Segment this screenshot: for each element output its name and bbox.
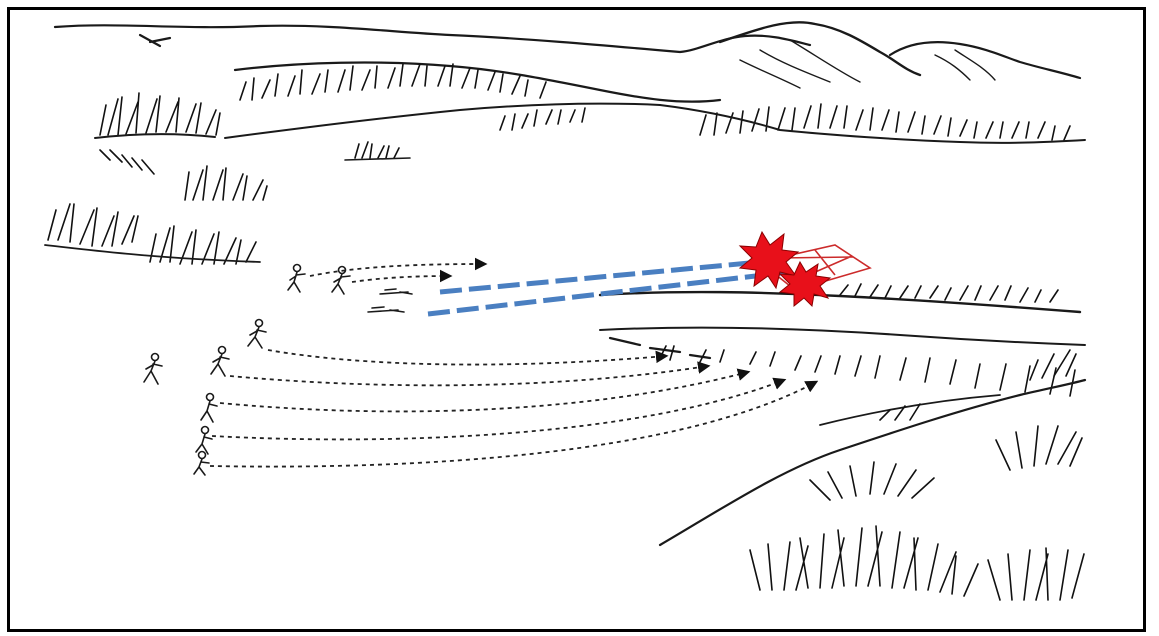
left-bushes	[45, 93, 267, 264]
maneuver-arrow	[230, 366, 708, 385]
assault-element-soldiers	[144, 320, 266, 476]
upper-ridge-grass	[225, 63, 1085, 160]
maneuver-arrow	[210, 382, 816, 467]
soldier-icon	[211, 347, 229, 377]
support-element-soldiers	[288, 265, 412, 313]
right-slope-trees	[600, 284, 1085, 600]
soldier-icon	[380, 289, 412, 294]
maneuver-arrow	[212, 380, 784, 439]
assault-maneuver-arrows	[210, 350, 816, 467]
horizon-hills	[55, 22, 1080, 88]
fire-line-upper	[440, 262, 760, 292]
maneuver-arrow	[220, 372, 748, 411]
soldier-icon	[248, 320, 266, 349]
maneuver-arrow	[352, 276, 450, 282]
soldier-icon	[288, 265, 305, 293]
maneuver-arrow	[310, 264, 485, 276]
suppressive-fire-lines	[428, 262, 790, 314]
maneuver-arrow	[268, 350, 666, 365]
support-move-arrows	[310, 264, 485, 282]
soldier-icon	[332, 267, 350, 295]
soldier-icon	[194, 452, 209, 476]
soldier-icon	[196, 427, 212, 455]
soldier-icon	[144, 354, 162, 385]
soldier-icon	[201, 394, 217, 423]
soldier-icon	[368, 307, 404, 312]
